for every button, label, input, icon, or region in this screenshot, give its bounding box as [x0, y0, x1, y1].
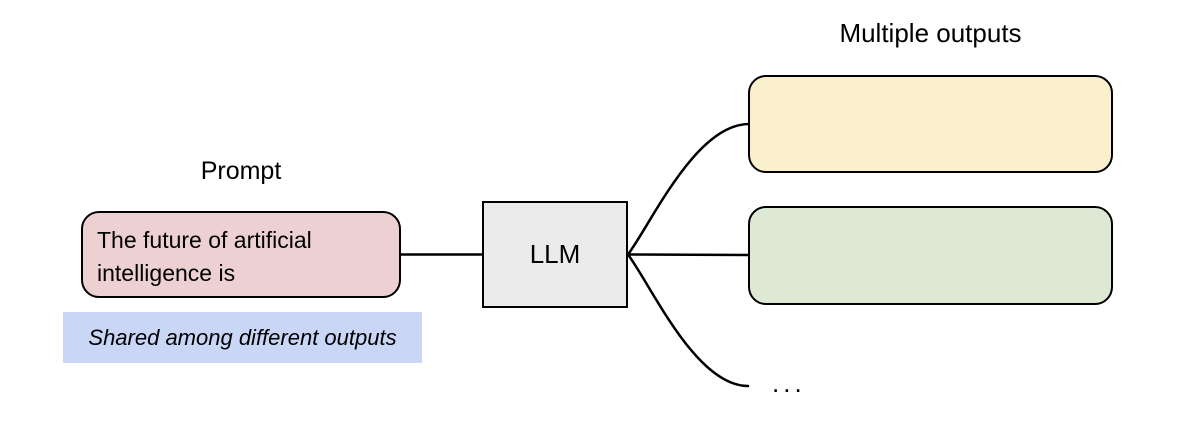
more-outputs-ellipsis: ... — [772, 368, 806, 398]
output-box-1 — [748, 75, 1113, 173]
output-box-2 — [748, 206, 1113, 305]
llm-box: LLM — [482, 201, 628, 308]
connector-llm-to-output-2 — [627, 253, 750, 257]
connector-llm-to-output-1 — [626, 122, 751, 256]
prompt-box: The future of artificial intelligence is — [81, 211, 401, 298]
multiple-outputs-label: Multiple outputs — [839, 18, 1022, 48]
prompt-label: Prompt — [200, 157, 282, 185]
shared-note: Shared among different outputs — [63, 312, 422, 363]
connector-llm-to-ellipsis — [626, 253, 750, 388]
